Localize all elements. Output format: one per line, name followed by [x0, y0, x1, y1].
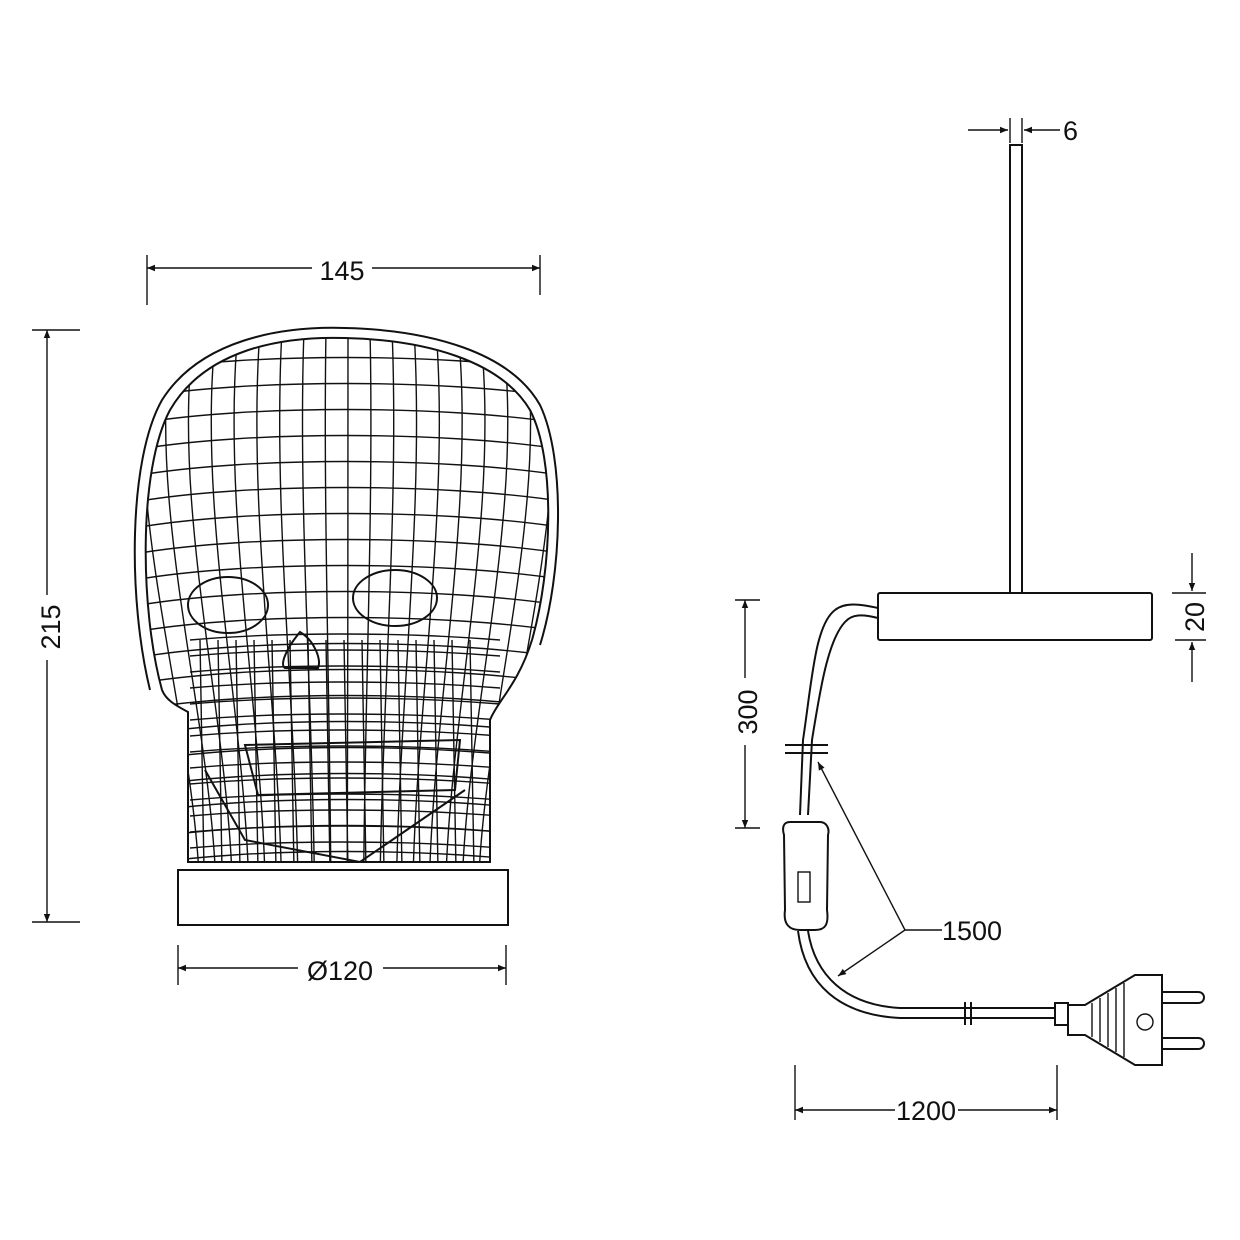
wireframe-line	[145, 590, 549, 606]
wireframe-line	[189, 841, 501, 849]
wireframe-line	[189, 825, 501, 833]
wireframe-line	[189, 745, 501, 753]
wireframe-line	[429, 337, 463, 863]
wireframe-line	[145, 382, 549, 398]
wireframe-line	[324, 337, 332, 863]
wireframe-line	[145, 564, 549, 580]
wireframe-line	[145, 460, 549, 476]
side-view: 6 20 300	[733, 116, 1210, 1126]
wireframe-line	[189, 761, 501, 769]
wireframe-line	[325, 639, 331, 863]
wireframe-line	[145, 486, 549, 502]
wireframe-line	[278, 337, 299, 863]
wireframe-line	[145, 512, 549, 528]
skull-wireframe	[145, 337, 549, 863]
wireframe-line	[189, 681, 501, 689]
wireframe-line	[397, 639, 403, 863]
wireframe-line	[412, 337, 441, 863]
wireframe-line	[145, 668, 549, 684]
skull-shade	[133, 326, 559, 864]
wireframe-line	[145, 434, 549, 450]
nose-cavity	[282, 630, 320, 669]
wireframe-line	[271, 639, 277, 863]
plug-pin	[1162, 1037, 1205, 1050]
wireframe-line	[187, 337, 233, 863]
wireframe-line	[145, 337, 200, 863]
wireframe-line	[469, 639, 475, 863]
wireframe-line	[145, 408, 549, 424]
wireframe-line	[189, 729, 501, 737]
switch-toggle	[797, 871, 811, 903]
wireframe-line	[210, 337, 249, 863]
plug-pin	[1162, 991, 1205, 1004]
wireframe-line	[199, 639, 205, 863]
wireframe-line	[145, 538, 549, 554]
cable-to-switch-dimension: 300	[733, 689, 763, 734]
wireframe-line	[233, 337, 266, 863]
power-cord	[782, 603, 1055, 1025]
wireframe-line	[189, 809, 501, 817]
switch-to-plug-dimension: 1200	[896, 1096, 956, 1126]
wireframe-line	[396, 337, 418, 863]
wireframe-line	[189, 793, 501, 801]
wireframe-line	[189, 777, 501, 785]
teeth	[243, 738, 462, 797]
wireframe-line	[307, 639, 313, 863]
wireframe-line	[379, 337, 395, 863]
base-height-dimension: 20	[1180, 602, 1210, 632]
wireframe-line	[451, 639, 457, 863]
wireframe-line	[145, 642, 549, 658]
front-view: 145 215 Ø120	[32, 255, 559, 986]
wireframe-line	[433, 639, 439, 863]
wireframe-line	[415, 639, 421, 863]
wireframe-line	[189, 633, 501, 641]
base	[177, 869, 509, 926]
wireframe-line	[217, 639, 223, 863]
euro-plug	[1054, 974, 1205, 1066]
wireframe-line	[445, 337, 486, 863]
width-dimension: 145	[319, 256, 364, 286]
wireframe-line	[256, 337, 282, 863]
height-dimension: 215	[36, 604, 66, 649]
wireframe-line	[189, 697, 501, 705]
wireframe-line	[361, 639, 367, 863]
cable-total-dimension: 1500	[942, 916, 1002, 946]
right-eye-socket	[352, 569, 438, 627]
wireframe-line	[379, 639, 385, 863]
left-eye-socket	[187, 576, 269, 634]
wireframe-line	[346, 337, 349, 863]
wireframe-line	[343, 639, 349, 863]
rod-diameter-dimension: 6	[1063, 116, 1078, 146]
wireframe-line	[289, 639, 295, 863]
wireframe-line	[301, 337, 315, 863]
wireframe-line	[189, 665, 501, 673]
inline-switch	[782, 821, 830, 931]
wireframe-line	[145, 720, 549, 736]
rod	[1009, 144, 1023, 594]
wireframe-line	[189, 649, 501, 657]
wireframe-line	[145, 616, 549, 632]
wireframe-line	[253, 639, 259, 863]
base-diameter-dimension: Ø120	[307, 956, 373, 986]
wireframe-line	[189, 713, 501, 721]
base-disc	[877, 592, 1153, 641]
